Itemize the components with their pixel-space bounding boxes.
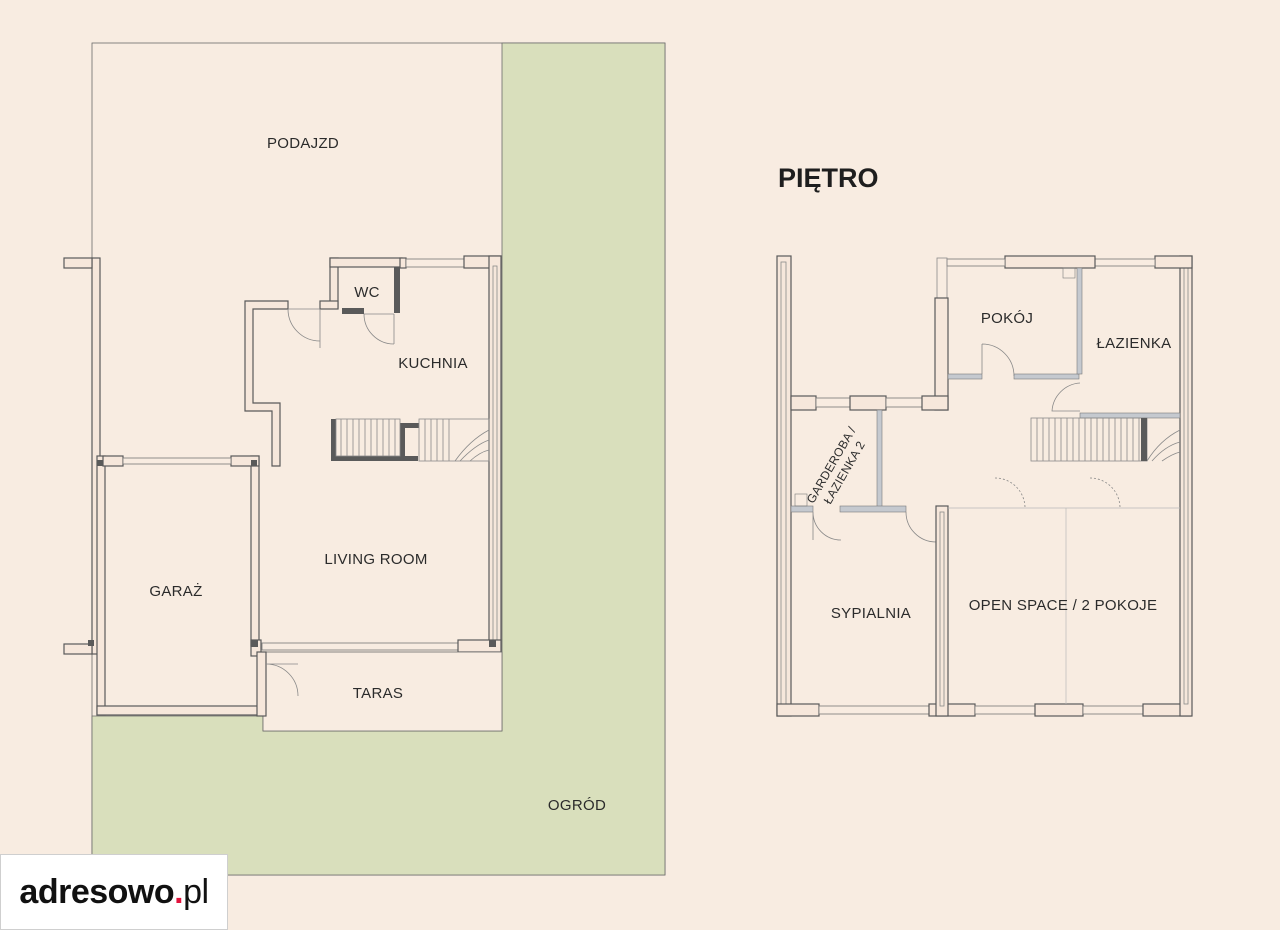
label-driveway: PODAJZD xyxy=(267,135,339,152)
label-bathroom: ŁAZIENKA xyxy=(1097,335,1172,352)
logo-name: adresowo xyxy=(19,872,175,911)
label-room: POKÓJ xyxy=(981,310,1033,327)
label-bedroom: SYPIALNIA xyxy=(831,605,911,622)
floor-title: PIĘTRO xyxy=(778,163,879,193)
label-open-space: OPEN SPACE / 2 POKOJE xyxy=(969,597,1158,614)
label-wc: WC xyxy=(354,284,380,301)
label-kitchen: KUCHNIA xyxy=(398,355,468,372)
label-garden: OGRÓD xyxy=(548,797,606,814)
adresowo-logo[interactable]: adresowo.pl xyxy=(0,854,228,930)
ground-floor-walls xyxy=(63,255,503,732)
label-garage: GARAŻ xyxy=(149,582,202,600)
logo-dot: . xyxy=(174,872,184,911)
label-terrace: TARAS xyxy=(353,685,403,702)
upper-floor-walls xyxy=(776,255,1193,717)
label-living-room: LIVING ROOM xyxy=(324,551,427,568)
logo-tld: pl xyxy=(183,872,209,911)
